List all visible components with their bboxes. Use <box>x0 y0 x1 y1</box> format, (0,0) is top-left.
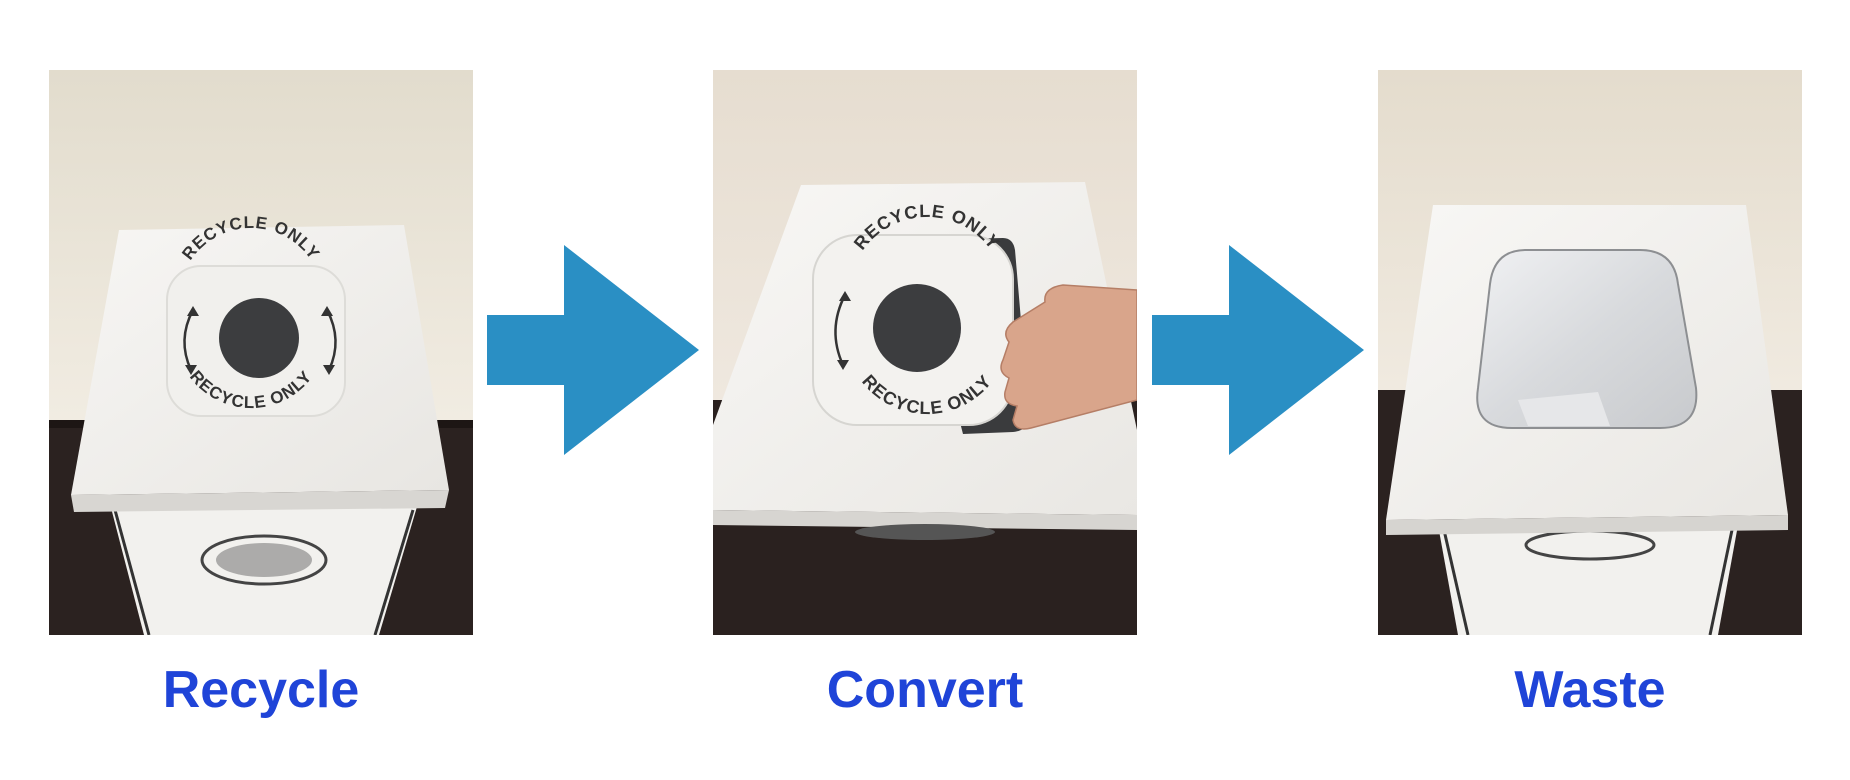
right-arrow-icon <box>1152 245 1364 455</box>
photo-waste-bin <box>1378 70 1802 635</box>
rotate-arrow-left-icon <box>834 294 847 366</box>
seal-logo <box>200 534 328 586</box>
right-arrow-icon <box>487 245 699 455</box>
bin-body <box>1438 525 1738 635</box>
waste-bin-illustration <box>1378 70 1802 635</box>
arrow-shape <box>487 245 699 455</box>
photo-recycle-bin: RECYCLE ONLY RECYCLE ONLY <box>49 70 473 635</box>
photo-convert-bin: RECYCLE ONLY RECYCLE ONLY <box>713 70 1137 635</box>
square-opening <box>1476 249 1698 429</box>
caption-recycle: Recycle <box>162 661 360 719</box>
seal-logo <box>855 524 995 540</box>
round-opening <box>219 298 299 378</box>
arrow-shape <box>1152 245 1364 455</box>
round-opening <box>873 284 961 372</box>
hand <box>1000 284 1137 430</box>
caption-waste: Waste <box>1514 661 1666 719</box>
convert-bin-illustration: RECYCLE ONLY RECYCLE ONLY <box>713 70 1137 635</box>
recycle-bin-illustration: RECYCLE ONLY RECYCLE ONLY <box>49 70 473 635</box>
caption-convert: Convert <box>826 661 1024 719</box>
